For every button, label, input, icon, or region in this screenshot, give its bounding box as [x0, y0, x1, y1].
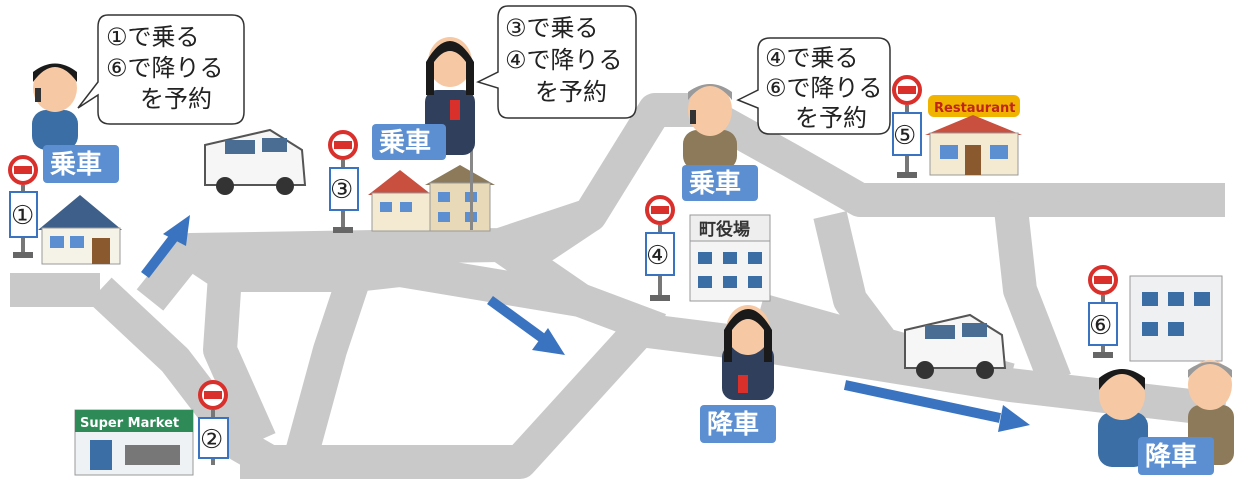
bubble-line: を予約: [795, 104, 867, 132]
speech-bubble-1: ①で乗る ⑥で降りる を予約: [77, 14, 245, 125]
stop-number: ②: [200, 425, 223, 455]
van-icon: [904, 313, 1007, 379]
board-tag-3: 乗車: [682, 165, 758, 201]
board-tag-1: 乗車: [43, 145, 119, 183]
bus-stop-4: ④: [645, 195, 675, 301]
woman-with-phone-icon: [722, 305, 774, 400]
elderly-man-on-phone-icon: [683, 84, 737, 170]
direction-arrow-1: [141, 215, 190, 279]
bubble-line: ①で乗る: [106, 23, 200, 51]
board-tag-label: 乗車: [689, 169, 741, 199]
supermarket-icon: Super Market: [74, 409, 194, 476]
bus-stop-3: ③: [328, 130, 359, 233]
bubble-line: を予約: [140, 85, 212, 113]
apartment-icon: [1129, 275, 1223, 362]
bubble-line: ⑥で降りる: [765, 74, 883, 102]
stop-number: ⑥: [1089, 311, 1112, 341]
van-icon: [204, 128, 307, 195]
bubble-line: ④で降りる: [505, 46, 623, 74]
stop-number: ①: [11, 201, 34, 231]
stop-number: ④: [646, 241, 669, 271]
board-tag-label: 乗車: [50, 150, 102, 180]
town-hall-sign: 町役場: [699, 219, 750, 240]
direction-arrow-3: [843, 380, 1030, 432]
bubble-line: を予約: [535, 78, 607, 106]
restaurant-icon: Restaurant: [925, 95, 1022, 176]
alight-tag-label: 降車: [1145, 442, 1197, 472]
stop-number: ⑤: [893, 121, 916, 151]
bus-stop-5: ⑤: [892, 75, 922, 178]
stop-number: ③: [330, 175, 353, 205]
town-hall-icon: 町役場: [689, 214, 771, 302]
bubble-line: ③で乗る: [505, 14, 599, 42]
board-tag-label: 乗車: [379, 128, 431, 158]
bus-stop-6: ⑥: [1088, 265, 1118, 358]
bus-stop-1: ①: [8, 155, 38, 258]
supermarket-sign: Super Market: [80, 416, 179, 431]
house-icon: [38, 195, 122, 265]
board-tag-2: 乗車: [372, 124, 446, 160]
bubble-line: ⑥で降りる: [106, 54, 224, 82]
bus-stop-2: ②: [198, 380, 229, 465]
alight-tag-2: 降車: [1138, 437, 1214, 475]
restaurant-sign: Restaurant: [934, 101, 1015, 116]
bubble-line: ④で乗る: [765, 44, 859, 72]
speech-bubble-3: ④で乗る ⑥で降りる を予約: [736, 37, 891, 135]
man-on-phone-icon: [32, 63, 78, 150]
man-on-phone-icon: [1098, 369, 1148, 467]
alight-tag-label: 降車: [707, 410, 759, 440]
houses-icon: [368, 150, 495, 232]
direction-arrow-2: [487, 295, 565, 355]
speech-bubble-2: ③で乗る ④で降りる を予約: [475, 5, 637, 119]
alight-tag-1: 降車: [700, 405, 776, 443]
